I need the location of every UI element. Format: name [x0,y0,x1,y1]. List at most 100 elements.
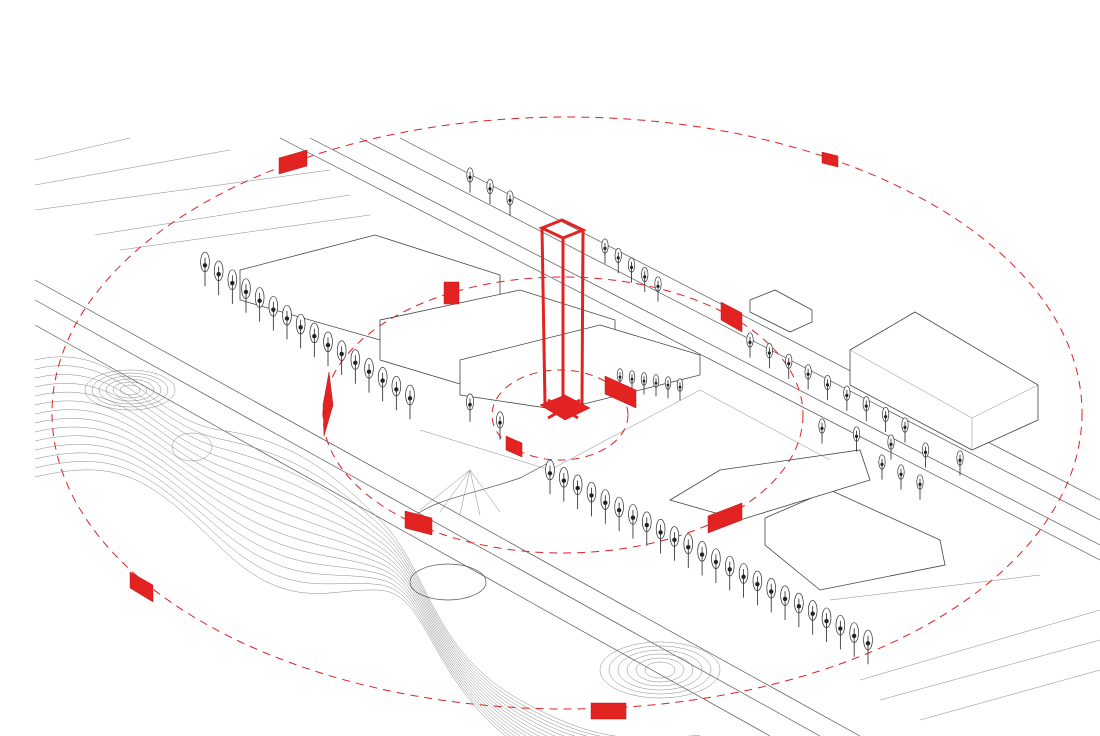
tree-icon [852,426,861,452]
contour-line [34,469,700,736]
contour-line [34,400,700,736]
tree-icon [600,489,611,524]
tree-icon [804,364,812,390]
tree-icon [227,269,238,304]
tree-icon [642,511,652,546]
contour-line [105,378,155,402]
contour-lines [34,356,721,736]
tree-icon [823,374,832,401]
tree-icon [780,585,790,620]
tree-icon [241,278,251,313]
tree-icon [887,434,895,460]
tree-icon [506,190,514,216]
tree-icon [711,548,721,583]
tree-icon [486,178,494,205]
tree-icon [200,251,210,287]
contour-line [34,409,700,736]
contour-line [34,418,700,736]
tree-icon [765,343,773,369]
tree-icon [835,614,846,650]
contour-line [34,365,700,736]
contour-line [34,374,700,736]
tree-icon [496,411,504,440]
contour-line [644,661,676,679]
tree-icon [405,384,415,420]
tree-icon [614,496,624,532]
tree-icon [254,287,265,322]
tree-icon [956,450,964,476]
tree-icon [664,376,672,399]
tree-icon [821,607,832,643]
tree-icon [364,358,374,393]
contour-line [34,461,700,736]
tree-icon [282,304,292,340]
tree-icon [466,167,474,193]
tree-icon [616,368,624,391]
tree-icon [785,353,793,379]
tree-icon [863,629,873,665]
tree-icon [268,296,279,331]
contour-line [98,375,162,405]
tree-icon [559,467,569,502]
tree-icon [882,406,890,432]
tree-icon [766,578,776,613]
tree-icon [878,454,886,480]
tree-icon [697,541,707,576]
tree-icon [676,378,684,401]
tree-icon [377,367,388,402]
contour-line [34,435,700,736]
tree-icon [586,481,597,517]
tree-icon [336,340,347,375]
tree-icon [614,247,622,274]
tree-icon [724,555,735,591]
tree-icon [323,331,333,366]
contour-line [608,645,712,695]
contour-line [34,356,700,736]
tree-icon [807,600,818,635]
tree-icon [794,592,804,628]
red-sign-panels [129,149,839,720]
tree-icon [654,276,662,302]
tree-icon [466,393,474,422]
tree-icon [818,418,826,444]
tree-icon [669,526,680,561]
tree-rows [200,167,964,665]
tree-icon [628,370,636,393]
tree-icon [295,313,306,349]
tree-icon [627,257,636,283]
influence-rings [51,116,1083,710]
tree-icon [897,464,905,490]
outer-dashed-ring [51,116,1083,710]
tower-dashed-ring [491,369,629,461]
inner-dashed-ring [322,276,804,554]
tree-icon [655,518,666,554]
tree-icon [628,504,638,539]
contour-line [617,649,703,691]
tree-icon [752,570,763,606]
tree-icon [350,349,361,384]
tree-icon [641,266,649,293]
buildings [171,234,1039,601]
tree-icon [843,385,851,411]
contour-line [91,372,169,408]
tree-icon [213,260,224,296]
contour-line [635,657,685,683]
contour-line [34,383,700,736]
tree-icon [901,417,909,443]
contour-line [599,641,721,699]
tree-icon [849,622,859,657]
road-lines [34,137,1100,736]
tree-icon [652,374,660,397]
contour-line [112,381,148,399]
tree-icon [738,563,749,598]
tree-icon [572,474,583,509]
contour-line [34,444,700,736]
contour-line [84,369,176,411]
contour-line [34,426,700,736]
red-tower-frame [538,218,591,421]
tree-icon [683,533,694,569]
tree-icon [921,442,930,468]
tree-icon [391,375,402,411]
tree-icon [746,332,754,358]
